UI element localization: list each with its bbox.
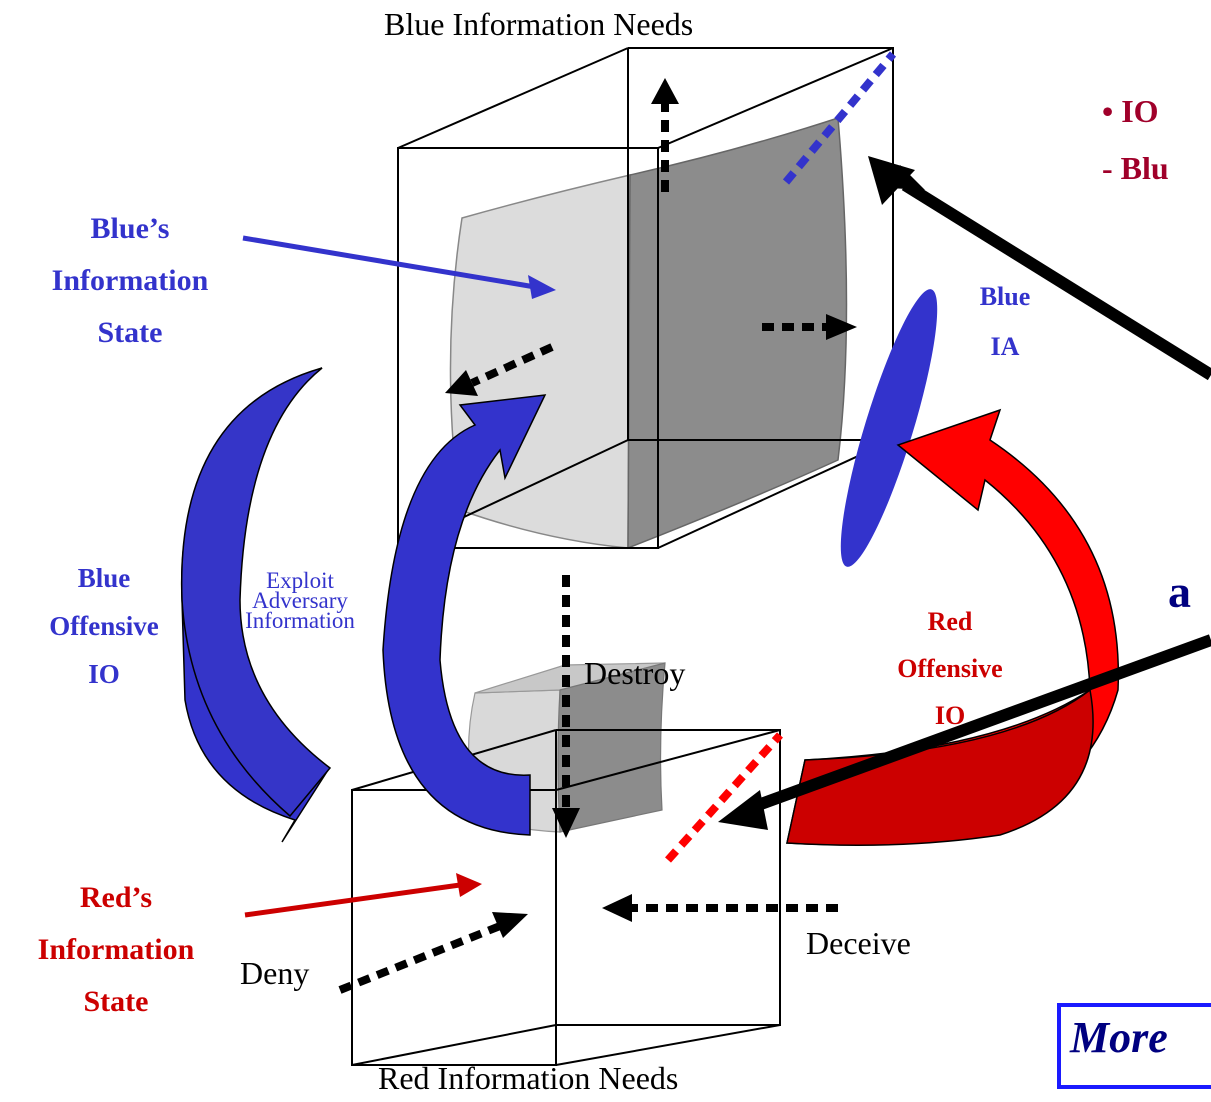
deny-dotted-arrow [338, 922, 502, 994]
destroy-label: Destroy [584, 655, 686, 691]
red-info-state-label: Red’s Information State [37, 881, 195, 1018]
red-info-needs-label: Red Information Needs [378, 1060, 679, 1096]
red-dotted-diagonal [665, 732, 783, 863]
blue-offensive-io-label: Blue Offensive IO [49, 563, 159, 689]
blue-info-state-label: Blue’s Information State [51, 212, 209, 349]
partial-letter-a: a [1168, 566, 1191, 617]
blue-info-state-dark-face [627, 116, 848, 550]
exploit-arrow [382, 394, 547, 836]
red-info-state-dark-face [557, 662, 666, 833]
red-info-state-pointer [244, 882, 461, 918]
blue-info-needs-label: Blue Information Needs [384, 6, 694, 42]
blue-dotted-diagonal [782, 51, 897, 185]
blue-ia-ellipse [840, 289, 938, 567]
blue-cube-dotted-arrows [445, 78, 857, 396]
more-box[interactable] [1057, 1003, 1211, 1089]
deny-label: Deny [240, 955, 310, 991]
blue-info-state-light-face [449, 174, 631, 549]
down-left-dotted-arrow [470, 343, 554, 387]
blue-cube-front-face [397, 147, 659, 549]
more-link-text[interactable]: More [1070, 1013, 1168, 1062]
big-black-arrow-top [901, 179, 1211, 381]
exploit-label: Exploit Adversary Information [245, 568, 355, 633]
blue-ia-label: Blue IA [979, 282, 1031, 361]
bullet-io: • IO [1102, 93, 1159, 129]
deceive-label: Deceive [806, 925, 911, 961]
bullet-blue: - Blu [1102, 150, 1169, 186]
big-black-arrow-bottom [747, 634, 1211, 814]
blue-info-state-pointer [242, 235, 536, 290]
red-offensive-io-label: Red Offensive IO [897, 607, 1003, 730]
